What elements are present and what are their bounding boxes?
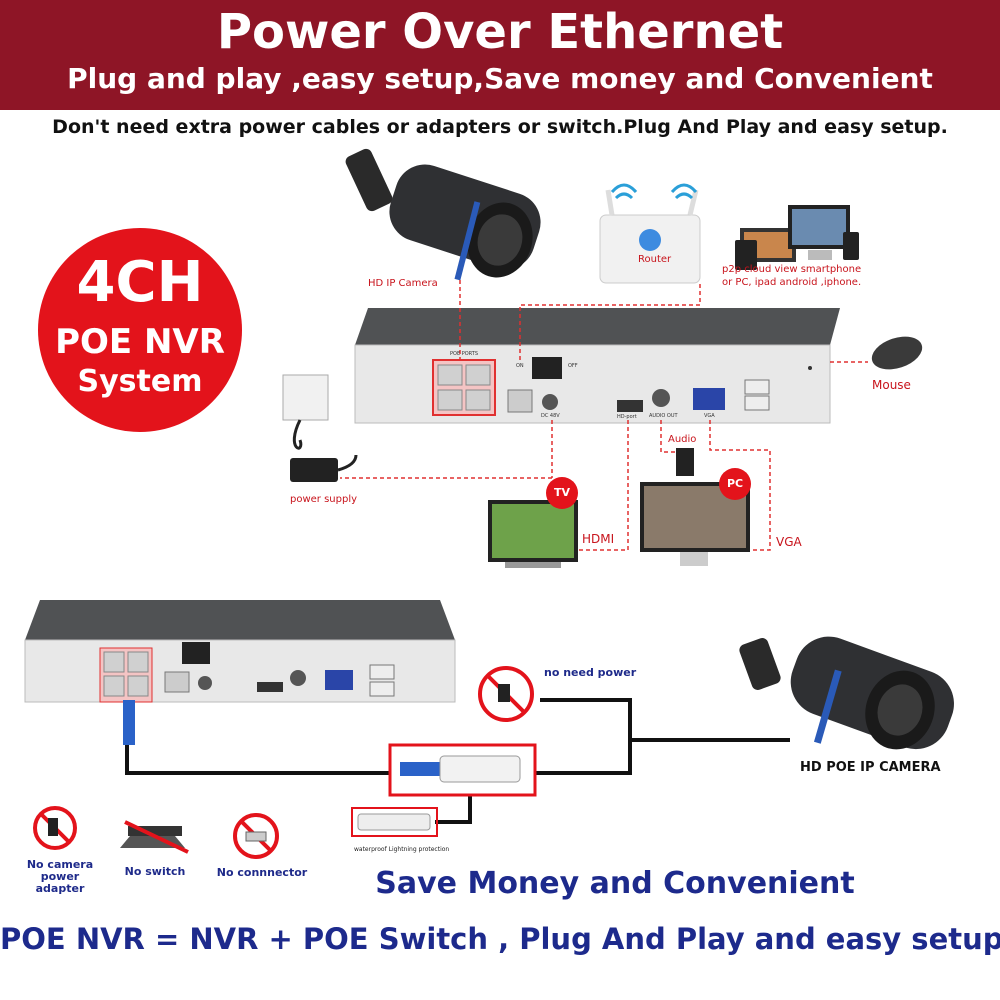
no-switch-icon	[120, 820, 189, 854]
power-supply-label: power supply	[290, 494, 358, 505]
no-power-icon	[478, 666, 534, 722]
nvr-recorder-top	[354, 308, 840, 424]
mouse-icon	[871, 336, 923, 370]
badge-channel-count: 4CH	[76, 250, 204, 315]
hd-port-label: HD-port	[617, 414, 637, 420]
page-title: Power Over Ethernet	[216, 4, 784, 60]
vga-label: VGA	[776, 535, 802, 549]
waterproof-cap-icon	[351, 807, 438, 837]
poe-camera-label: HD POE IP CAMERA	[800, 760, 941, 775]
title-banner: Power Over Ethernet Plug and play ,easy …	[0, 0, 1000, 110]
bottom-wiring	[125, 698, 790, 824]
camera-icon	[345, 148, 541, 281]
poe-connector-icon	[388, 743, 537, 797]
audio-out-label: AUDIO OUT	[649, 413, 678, 419]
no-connector-label: No connnector	[216, 866, 308, 879]
pc-badge: PC	[727, 477, 744, 490]
dc-label: DC 48V	[541, 413, 560, 419]
badge-product: POE NVR	[55, 322, 225, 362]
vga-port-label: VGA	[704, 413, 715, 419]
off-label: OFF	[568, 363, 578, 369]
page-subtitle: Plug and play ,easy setup,Save money and…	[67, 62, 933, 95]
router-label: Router	[638, 254, 672, 265]
tv-badge: TV	[554, 486, 571, 499]
no-adapter-label: No camera power adapter	[26, 858, 94, 895]
badge-system: System	[77, 364, 203, 399]
camera-label: HD IP Camera	[368, 278, 438, 289]
no-adapter-icon	[33, 806, 77, 850]
hdmi-label: HDMI	[582, 532, 615, 546]
power-supply-icon	[282, 374, 358, 482]
mouse-label: Mouse	[872, 378, 911, 392]
no-connector-icon	[233, 813, 279, 859]
ethernet-plug-icon	[123, 700, 135, 745]
tv-icon	[488, 477, 578, 568]
save-money-heading: Save Money and Convenient	[375, 866, 855, 901]
p2p-label-2: or PC, ipad android ,iphone.	[722, 277, 862, 288]
top-connections	[340, 280, 868, 551]
no-switch-label: No switch	[124, 865, 186, 878]
poe-camera-icon	[739, 636, 954, 750]
nvr-system-badge: 4CH POE NVR System	[38, 228, 242, 432]
poe-equation-heading: POE NVR = NVR + POE Switch , Plug And Pl…	[0, 922, 1000, 956]
devices-icon	[735, 205, 859, 270]
audio-label: Audio	[668, 434, 697, 445]
speaker-icon	[676, 448, 694, 476]
p2p-label-1: p2p cloud view smartphone	[722, 264, 862, 275]
on-label: ON	[516, 363, 524, 369]
tagline: Don't need extra power cables or adapter…	[52, 116, 948, 138]
router-icon	[599, 183, 701, 284]
pc-monitor-icon	[640, 468, 751, 566]
no-need-power-label: no need power	[544, 666, 637, 679]
poe-ports-label: POE PORTS	[450, 351, 478, 357]
nvr-recorder-bottom	[24, 600, 456, 703]
waterproof-label: waterproof Lightning protection	[354, 846, 450, 853]
